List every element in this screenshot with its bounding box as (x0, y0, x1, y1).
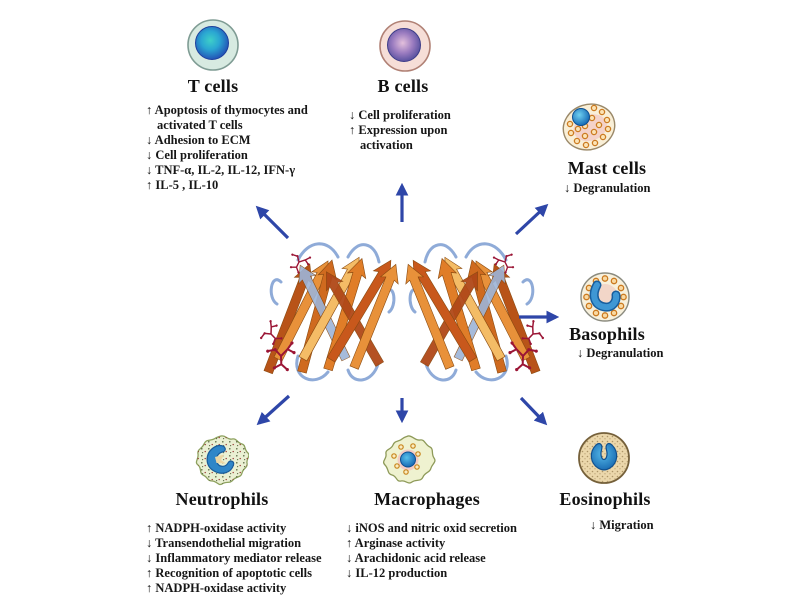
effect-item: ↑ Arginase activity (346, 536, 446, 550)
effects-list: ↓ Cell proliferation↑ Expression upon ac… (349, 108, 499, 153)
effect-item: ↓ TNF-α, IL-2, IL-12, IFN-γ (146, 163, 296, 177)
eosinophil-icon (578, 432, 630, 484)
macrophage-icon (382, 435, 436, 484)
section-mast-cells: Mast cells ↓ Degranulation (547, 99, 687, 209)
effects-list: ↓ iNOS and nitric oxid secretion↑ Argina… (346, 521, 586, 581)
cell-title: Basophils (569, 324, 645, 344)
basophil-icon (580, 272, 630, 322)
section-b-cells: B cells ↓ Cell proliferation↑ Expression… (343, 18, 495, 168)
effect-item: ↑ Recognition of apoptotic cells (146, 566, 312, 580)
section-macrophages: Macrophages ↓ iNOS and nitric oxid secre… (346, 433, 586, 593)
cell-title: Eosinophils (559, 489, 651, 509)
arrow-to-mast-cells (514, 203, 549, 236)
effect-item: ↓ Cell proliferation (146, 148, 248, 162)
cell-title: Mast cells (567, 158, 647, 178)
effect-item: ↓ Transendothelial migration (146, 536, 302, 550)
cell-title: B cells (377, 76, 429, 96)
protein-ribbon-structure (253, 224, 551, 400)
arrow-to-neutrophils (256, 394, 291, 426)
effect-item: ↓ Cell proliferation (349, 108, 451, 122)
t-cell-icon (187, 19, 239, 71)
mast-cell-icon (562, 103, 616, 151)
effect-item: ↓ Migration (590, 518, 654, 532)
section-basophils: Basophils ↓ Degranulation (547, 269, 687, 374)
section-neutrophils: Neutrophils ↑ NADPH-oxidase activity↓ Tr… (146, 433, 386, 596)
effects-list: ↓ Degranulation (577, 346, 697, 361)
effect-item: ↓ Inflammatory mediator release (146, 551, 322, 565)
effects-list: ↓ Degranulation (564, 181, 684, 196)
cell-title: T cells (187, 76, 239, 96)
effect-item: ↑ Expression upon activation (349, 123, 448, 152)
arrow-to-eosinophils (519, 396, 548, 426)
effects-list: ↑ Apoptosis of thymocytes and activated … (146, 103, 326, 193)
neutrophil-icon (195, 435, 249, 486)
effect-item: ↑ Apoptosis of thymocytes and activated … (146, 103, 308, 132)
effect-item: ↑ NADPH-oxidase activity (146, 521, 287, 535)
effect-item: ↓ Degranulation (564, 181, 651, 195)
effects-list: ↑ NADPH-oxidase activity↓ Transendotheli… (146, 521, 386, 596)
effect-item: ↓ Degranulation (577, 346, 664, 360)
section-eosinophils: Eosinophils ↓ Migration (540, 430, 680, 540)
effect-item: ↓ Arachidonic acid release (346, 551, 486, 565)
cell-title: Neutrophils (175, 489, 269, 509)
cell-title: Macrophages (374, 489, 480, 509)
effect-item: ↑ IL-5 , IL-10 (146, 178, 219, 192)
effect-item: ↓ Adhesion to ECM (146, 133, 251, 147)
effect-item: ↑ NADPH-oxidase activity (146, 581, 287, 595)
b-cell-icon (379, 20, 431, 72)
effects-list: ↓ Migration (590, 518, 690, 533)
section-t-cells: T cells ↑ Apoptosis of thymocytes and ac… (146, 17, 341, 217)
effect-item: ↓ iNOS and nitric oxid secretion (346, 521, 517, 535)
effect-item: ↓ IL-12 production (346, 566, 448, 580)
